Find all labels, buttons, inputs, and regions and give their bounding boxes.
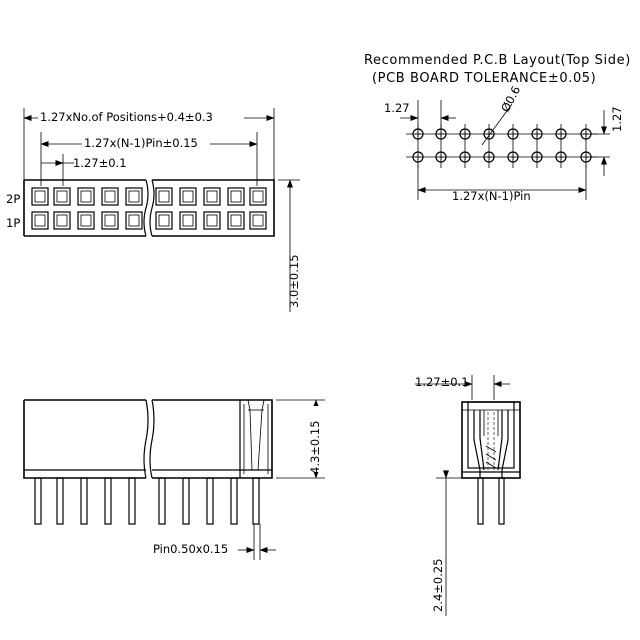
pcb-tolerance: (PCB BOARD TOLERANCE±0.05) [372,71,596,86]
socket-cell [179,211,197,230]
socket-cell [203,211,221,230]
socket-cell [203,187,221,206]
pcb-hole [435,151,447,163]
socket-cell [249,211,267,230]
front-pin [182,477,190,525]
socket-cell [227,211,245,230]
pcb-hole [507,128,519,140]
side-view: 1.27±0.1 2.4±0.25 [415,375,521,616]
pcb-hole [507,151,519,163]
overall-width-label: 1.27xNo.of Positions+0.4±0.3 [40,110,213,124]
pcb-pitch-h-label: 1.27 [384,101,410,115]
socket-cell [249,187,267,206]
top-view: 1.27xNo.of Positions+0.4±0.3 1.27x(N-1)P… [6,108,301,312]
pitch-label: 1.27±0.1 [73,156,127,170]
height-label: 4.3±0.15 [308,420,322,474]
pcb-title: Recommended P.C.B Layout(Top Side) [364,53,631,68]
pcb-hole [531,128,543,140]
socket-grid [31,187,267,230]
front-pin [128,477,136,525]
pin-length-label: 2.4±0.25 [431,558,445,612]
socket-cell [179,187,197,206]
socket-cell [53,187,71,206]
pcb-hole [459,151,471,163]
pcb-hole [555,151,567,163]
front-pin [80,477,88,525]
socket-cell [125,187,143,206]
pcb-hole-grid [406,124,598,168]
pcb-pitch-v-label: 1.27 [610,106,624,132]
pcb-hole [483,128,495,140]
socket-cell [155,187,173,206]
socket-cell [53,211,71,230]
pcb-layout: Recommended P.C.B Layout(Top Side) (PCB … [364,53,631,203]
depth-label: 3.0±0.15 [287,254,301,308]
pcb-hole-label: Ø0.6 [498,84,523,115]
pcb-hole [531,151,543,163]
socket-cell [77,211,95,230]
socket-cell [101,187,119,206]
front-pin [56,477,64,525]
socket-cell [155,211,173,230]
front-pin [206,477,214,525]
front-pin [230,477,238,525]
pcb-hole [555,128,567,140]
pcb-hole [483,151,495,163]
span-label: 1.27x(N-1)Pin±0.15 [84,136,198,150]
socket-cell [101,211,119,230]
side-pitch-label: 1.27±0.1 [415,375,469,389]
pin-size-label: Pin0.50x0.15 [153,542,228,556]
front-pin-row [34,477,260,525]
socket-cell [227,187,245,206]
row-2p-label: 2P [6,192,20,206]
row-1p-label: 1P [6,216,20,230]
pcb-hole [459,128,471,140]
socket-cell [125,211,143,230]
socket-cell [31,211,49,230]
front-pin [158,477,166,525]
pcb-hole [412,151,424,163]
socket-cell [77,187,95,206]
pcb-span-label: 1.27x(N-1)Pin [452,189,531,203]
socket-cell [31,187,49,206]
front-pin [104,477,112,525]
front-view: 4.3±0.15 Pin0.50x0.15 [23,399,325,560]
front-pin [252,477,260,525]
front-pin [34,477,42,525]
